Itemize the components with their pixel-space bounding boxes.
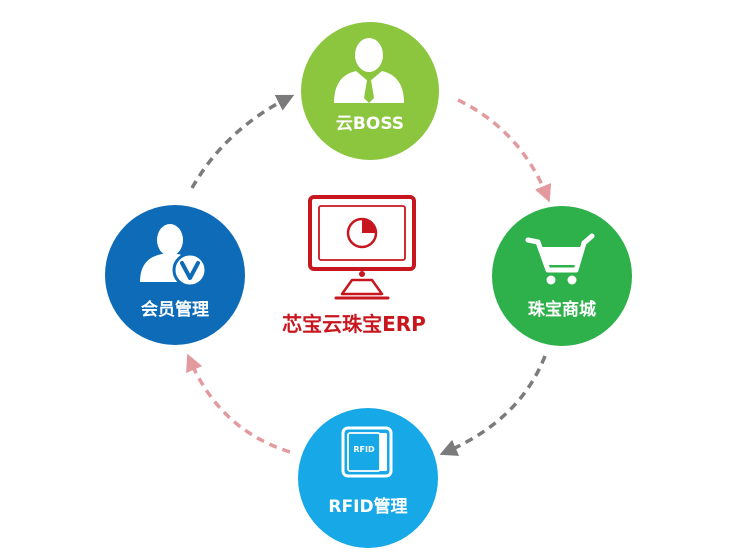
node-label-jewelry-mall: 珠宝商城 [528,300,596,320]
arrow-bottom-to-left [186,353,291,454]
node-jewelry-mall [492,206,632,346]
arrow-top-to-right [457,98,552,203]
node-member-management [105,205,245,345]
businessman-icon [334,38,404,103]
rfid-tag-icon [341,426,393,478]
node-label-rfid-management: RFID管理 [328,497,408,517]
shopping-cart-icon [525,233,595,285]
arrow-right-to-bottom [439,355,547,456]
node-label-cloud-boss: 云BOSS [335,114,405,134]
node-label-member-management: 会员管理 [141,300,209,320]
vip-member-icon [140,224,208,288]
arrow-left-to-top [190,94,295,189]
rfid-tag-text: RFID [353,445,375,454]
node-cloud-boss [301,22,439,160]
monitor-chart-icon [308,195,416,300]
node-rfid-management [298,408,438,548]
center-label-erp: 芯宝云珠宝ERP [282,312,426,336]
